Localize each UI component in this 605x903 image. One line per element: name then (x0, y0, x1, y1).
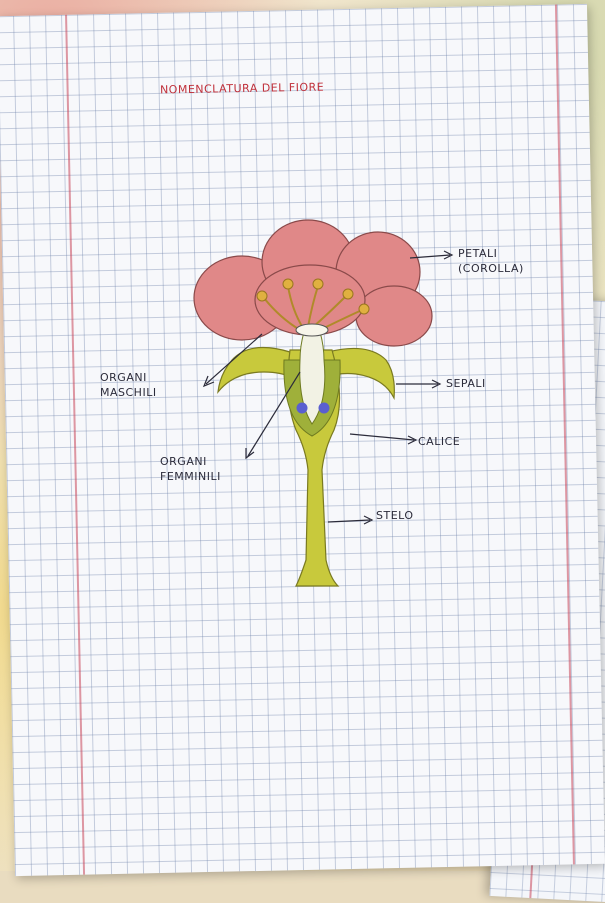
petal-right (356, 286, 432, 346)
calice-leader (350, 434, 414, 440)
label-organi-femminili: ORGANI FEMMINILI (160, 454, 221, 484)
label-organi-maschili: ORGANI MASCHILI (100, 370, 157, 400)
ovule-left (297, 403, 308, 414)
label-petali-line1: PETALI (458, 246, 524, 261)
sepal-left (218, 348, 292, 393)
ovule-right (319, 403, 330, 414)
label-calice: CALICE (418, 434, 460, 449)
label-petali: PETALI (COROLLA) (458, 246, 524, 276)
label-femminili-line2: FEMMINILI (160, 469, 221, 484)
label-petali-line2: (COROLLA) (458, 261, 524, 276)
label-sepali: SEPALI (446, 376, 486, 391)
stigma (296, 324, 328, 336)
label-maschili-line2: MASCHILI (100, 385, 157, 400)
stelo-leader (328, 520, 370, 522)
label-femminili-line1: ORGANI (160, 454, 221, 469)
flower-diagram (0, 0, 605, 871)
label-stelo: STELO (376, 508, 414, 523)
label-maschili-line1: ORGANI (100, 370, 157, 385)
